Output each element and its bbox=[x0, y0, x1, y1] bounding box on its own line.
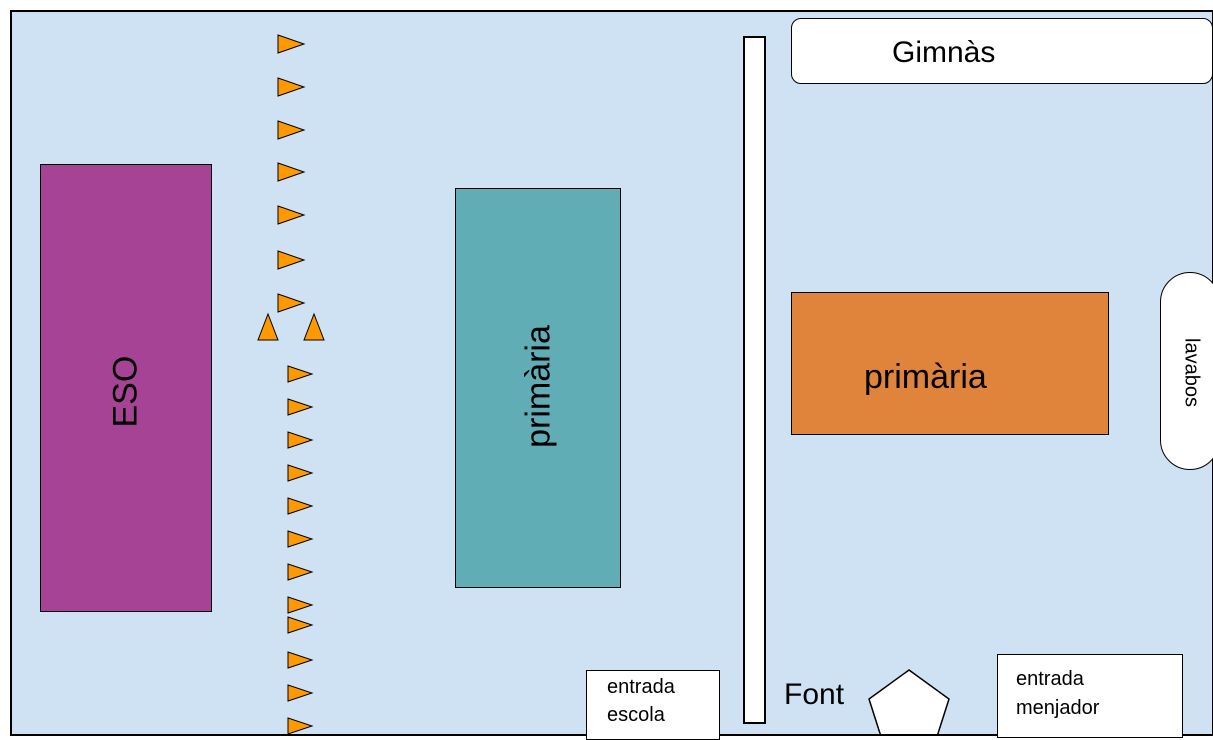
toilets: lavabos bbox=[1160, 272, 1213, 470]
cone-icon bbox=[277, 77, 306, 97]
cone-icon bbox=[287, 651, 314, 669]
cone-icon bbox=[257, 312, 279, 341]
canteen-entrance-line-2: menjador bbox=[1016, 697, 1100, 719]
cone-icon bbox=[277, 250, 306, 270]
cone-icon bbox=[277, 162, 306, 182]
canteen-entrance: entrada menjador bbox=[997, 654, 1183, 738]
school-entrance-line-1: entrada bbox=[607, 676, 675, 698]
primaria-left-building: primària bbox=[455, 188, 621, 588]
cone-icon bbox=[287, 398, 314, 416]
cone-icon bbox=[303, 312, 325, 341]
cone-icon bbox=[287, 684, 314, 702]
cone-icon bbox=[277, 205, 306, 225]
school-entrance-line-2: escola bbox=[607, 704, 665, 726]
cone-icon bbox=[287, 530, 314, 548]
cones-group bbox=[257, 34, 325, 734]
primaria-right-label: primària bbox=[864, 358, 987, 396]
cone-icon bbox=[287, 365, 314, 383]
dividing-wall bbox=[743, 36, 766, 724]
cone-icon bbox=[287, 464, 314, 482]
cone-icon bbox=[287, 431, 314, 449]
school-entrance: entrada escola bbox=[586, 670, 720, 740]
cone-icon bbox=[277, 34, 306, 54]
canteen-entrance-line-1: entrada bbox=[1016, 668, 1084, 690]
gym-building: Gimnàs bbox=[791, 18, 1213, 84]
cone-icon bbox=[287, 497, 314, 515]
primaria-right-building: primària bbox=[791, 292, 1109, 435]
cone-icon bbox=[277, 293, 306, 313]
cone-icon bbox=[287, 616, 314, 634]
eso-building: ESO bbox=[40, 164, 212, 612]
fountain-label: Font bbox=[784, 678, 845, 711]
cone-icon bbox=[287, 596, 314, 614]
cone-icon bbox=[287, 563, 314, 581]
cone-icon bbox=[287, 717, 314, 734]
cone-icon bbox=[277, 120, 306, 140]
fountain-icon bbox=[868, 669, 950, 734]
gym-label: Gimnàs bbox=[892, 36, 996, 69]
